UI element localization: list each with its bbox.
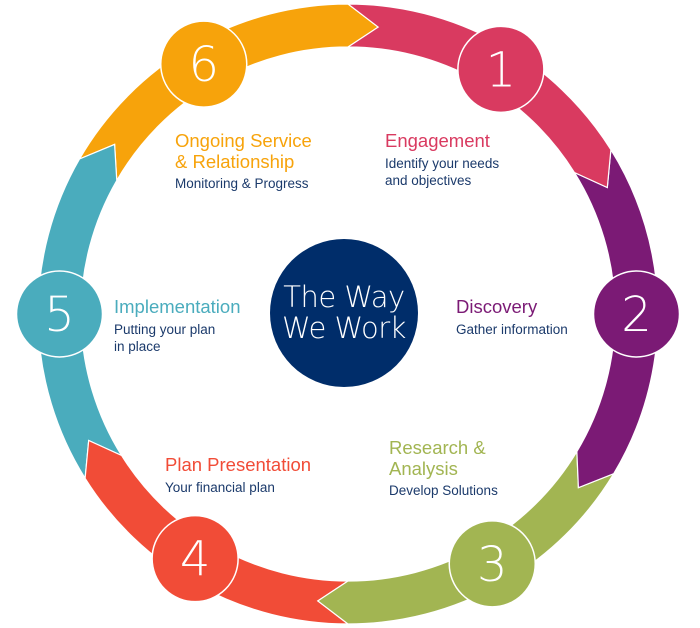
step-5-description-line-2: in place <box>114 338 161 354</box>
step-1-title: Engagement <box>385 130 490 151</box>
step-3-title-line-2: Analysis <box>389 457 458 479</box>
step-1-description-line-2: and objectives <box>385 172 472 188</box>
step-6-text: Ongoing Service & Relationship Monitorin… <box>175 130 312 193</box>
center-title-line-2: We Work <box>282 311 406 345</box>
badge-circle <box>151 514 239 603</box>
badge-circle <box>160 20 248 108</box>
step-4-title: Plan Presentation <box>165 454 312 475</box>
step-3-title-line-1: Research & <box>389 437 486 458</box>
badge-circle <box>448 520 536 608</box>
step-3-title: Research & Analysis <box>389 437 498 479</box>
step-2-description: Gather information <box>456 321 568 337</box>
step-5-text: Implementation Putting your plan in plac… <box>114 296 241 356</box>
step-2-number-badge: 2 <box>592 270 681 358</box>
step-5-number-badge: 5 <box>15 270 104 358</box>
step-1-number-badge: 1 <box>457 25 545 114</box>
step-3-description: Develop Solutions <box>389 483 498 499</box>
step-6-description: Monitoring & Progress <box>175 176 309 192</box>
step-4-number-badge: 4 <box>151 514 239 603</box>
step-2-title: Discovery <box>456 296 538 317</box>
step-1-text: Engagement Identify your needs and objec… <box>385 130 499 190</box>
step-3-text: Research & Analysis Develop Solutions <box>389 437 498 500</box>
step-6-number-badge: 6 <box>160 20 248 108</box>
step-6-title-line-1: Ongoing Service <box>175 130 312 151</box>
badge-circle <box>592 270 681 358</box>
badge-number: 3 <box>477 537 508 593</box>
step-4-text: Plan Presentation Your financial plan <box>165 454 312 496</box>
step-1-description: Identify your needs and objectives <box>385 155 499 190</box>
step-6-title-line-2: & Relationship <box>175 150 295 172</box>
badge-number: 6 <box>188 37 219 93</box>
badge-circle <box>15 270 104 358</box>
ring-segment-step-1 <box>346 3 612 189</box>
badge-number: 5 <box>44 287 75 343</box>
step-1-description-line-1: Identify your needs <box>385 155 500 171</box>
step-5-title: Implementation <box>114 296 241 317</box>
ring-segment-step-4 <box>84 439 350 625</box>
badge-number: 1 <box>486 42 517 98</box>
step-3-number-badge: 3 <box>448 520 536 608</box>
step-6-title: Ongoing Service & Relationship <box>175 130 312 172</box>
badge-circle <box>457 25 545 114</box>
step-2-text: Discovery Gather information <box>456 296 568 338</box>
step-5-description-line-1: Putting your plan <box>114 321 216 337</box>
step-4-description: Your financial plan <box>165 479 275 495</box>
badge-number: 4 <box>180 532 211 588</box>
center-title-circle: The Way We Work <box>270 239 418 387</box>
badge-number: 2 <box>621 287 652 343</box>
center-title-line-1: The Way <box>283 279 405 314</box>
ring-segment-step-3 <box>316 449 616 625</box>
step-5-description: Putting your plan in place <box>114 321 240 356</box>
